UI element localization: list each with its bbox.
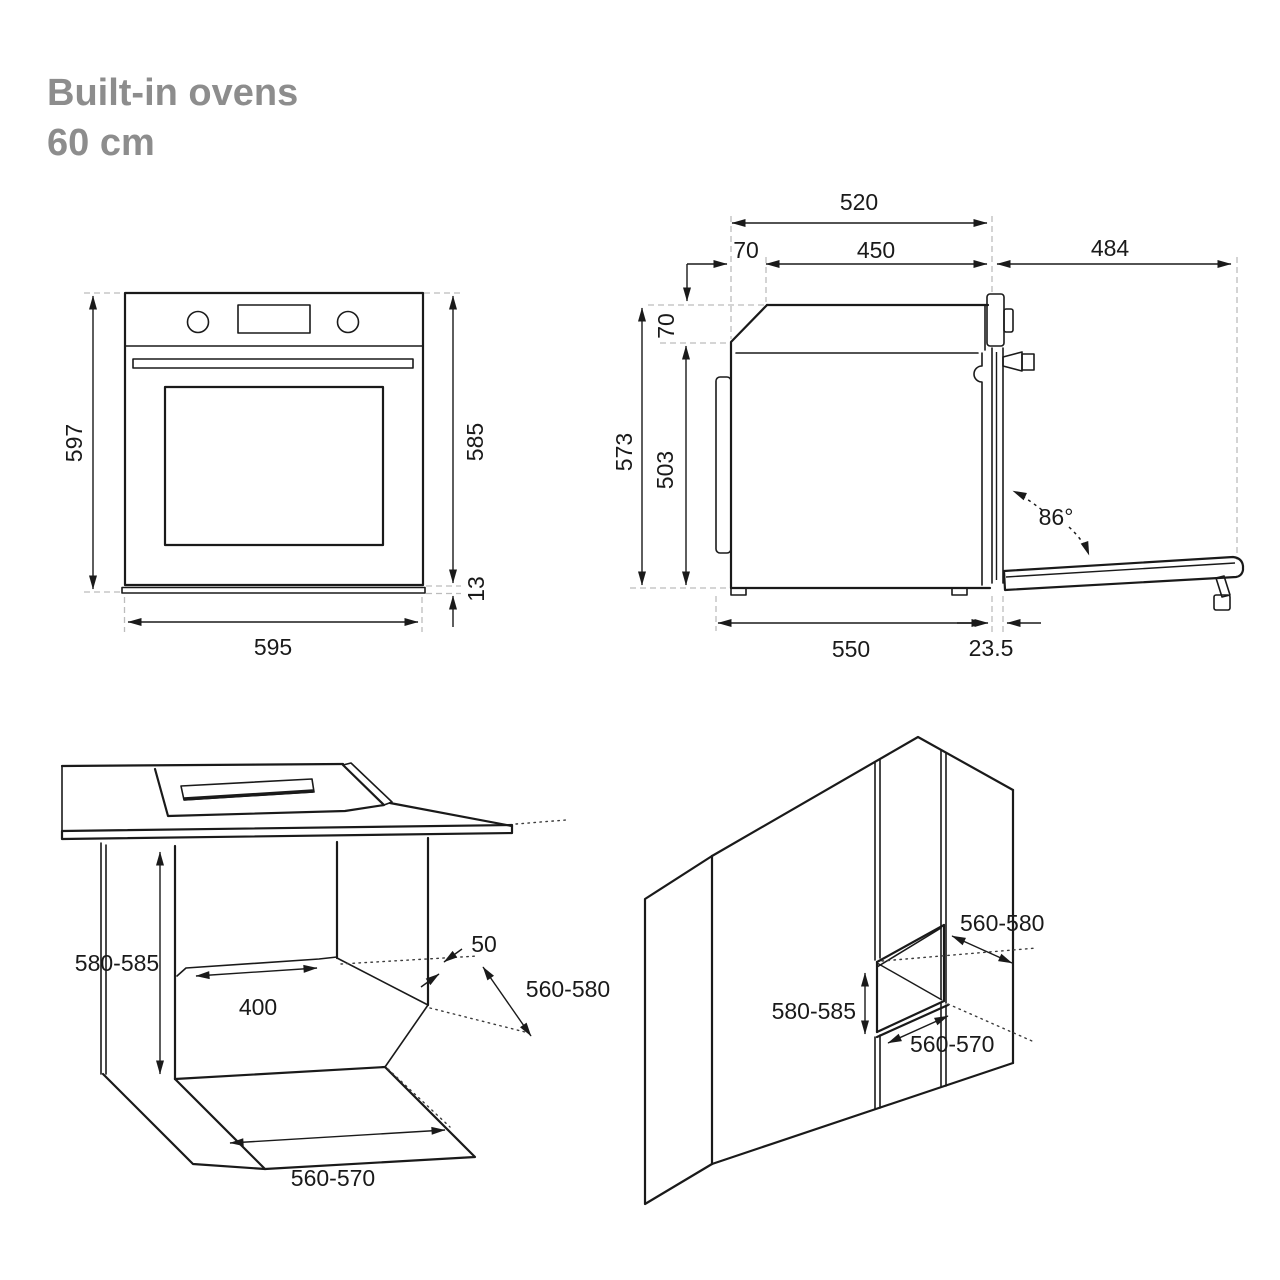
leader-50-upper (443, 948, 463, 963)
dotted-width-right (387, 1068, 451, 1128)
dim-label-235: 23.5 (969, 635, 1014, 661)
dotted-counter-extension (515, 819, 567, 825)
oven-front-body (123, 291, 425, 587)
page-title-line1: Built-in ovens (47, 72, 299, 114)
cabinet-niche-top-inner (876, 927, 942, 968)
open-door-handle-leg (1215, 575, 1231, 598)
dim-label-585: 585 (462, 423, 488, 461)
floor-projection (173, 1065, 477, 1171)
cabinet-top-edges (710, 735, 1015, 858)
dim-label-70-horizontal: 70 (733, 237, 759, 263)
dim-label-450: 450 (857, 237, 895, 263)
oven-display (237, 304, 311, 334)
cabinet-side-face (643, 854, 714, 1206)
counter-right-edge (388, 801, 514, 828)
niche-rightwall-floor-junction (336, 957, 429, 1006)
counter-front-edge (60, 823, 514, 841)
oven-door-window (163, 385, 385, 547)
side-view-diagram: 520 450 70 484 70 573 503 86° 550 23.5 (611, 189, 1245, 662)
oven-knob-right (336, 310, 360, 334)
dim-label-cab-width: 560-570 (910, 1031, 994, 1057)
dim-label-503: 503 (652, 451, 678, 489)
page-title-line2: 60 cm (47, 122, 155, 164)
dim-line-niche-width (229, 1126, 446, 1147)
dim-label-86deg: 86° (1039, 504, 1074, 530)
dim-label-400: 400 (239, 994, 277, 1020)
cabinet-bottom-edge (710, 1061, 1015, 1166)
dim-label-520: 520 (840, 189, 878, 215)
dim-label-cab-depth: 560-580 (960, 910, 1044, 936)
dotted-depth-upper (340, 955, 479, 965)
door-hinge-top-lug (1003, 308, 1014, 333)
open-door-slab (1002, 555, 1245, 592)
dim-label-cab-height: 580-585 (772, 998, 856, 1024)
door-hinge-top-block (986, 293, 1005, 347)
open-door-handle-knob (1213, 594, 1231, 611)
cooktop-cutout-right-wall (342, 762, 393, 806)
niche-rear-shelf-edge (176, 956, 338, 977)
cooktop-cutout-opening (153, 763, 386, 818)
dim-line-cab-width (887, 1015, 949, 1044)
cooktop-vent-slot (180, 778, 315, 801)
dim-label-50: 50 (471, 931, 497, 957)
angle-arc-lower (1068, 526, 1090, 556)
dim-label-niche-depth: 560-580 (526, 976, 610, 1002)
dim-label-70-vertical: 70 (653, 313, 679, 339)
dim-label-550: 550 (832, 636, 870, 662)
dim-line-400 (195, 964, 318, 980)
niche-floor-front-edge (173, 1065, 387, 1081)
dim-label-484: 484 (1091, 235, 1130, 261)
dim-label-595: 595 (254, 634, 292, 660)
oven-handle (132, 358, 414, 369)
door-handle-bracket (1002, 351, 1023, 372)
counter-back-edge (60, 762, 345, 768)
leader-50-lower (420, 973, 440, 988)
cooktop-vent-slot-shadow (183, 789, 314, 801)
dim-label-573: 573 (611, 433, 637, 471)
side-body-back (729, 303, 769, 590)
cabinet-niche-interior-diagonal (876, 962, 943, 1001)
niche-floor-right-edge (384, 1004, 429, 1068)
side-front-face (973, 352, 983, 586)
door-handle-knob (1021, 353, 1035, 371)
side-foot-rear (730, 587, 747, 596)
open-door-inner-line (1005, 562, 1236, 578)
cabinet-niche-bottom-edge (875, 999, 946, 1034)
cabinet-niche-top-edge (875, 923, 946, 964)
dim-line-cab-depth (951, 935, 1013, 964)
oven-plinth-strip (121, 586, 426, 594)
oven-knob-left (186, 310, 210, 334)
front-view-diagram: 597 585 13 595 (61, 291, 489, 660)
dim-label-597: 597 (61, 424, 87, 462)
side-back-panel (715, 376, 732, 554)
dim-label-niche-width: 560-570 (291, 1165, 375, 1191)
undercounter-niche-diagram: 580-585 400 50 560-580 560-570 (60, 762, 610, 1191)
side-foot-front (951, 587, 968, 596)
tall-cabinet-diagram: 560-580 580-585 560-570 (643, 735, 1044, 1206)
dim-label-13: 13 (463, 576, 489, 602)
left-panel-bottom-edge (101, 1072, 267, 1171)
dim-label-niche-height: 580-585 (75, 950, 159, 976)
dim-line-niche-depth (482, 966, 532, 1037)
page-title: Built-in ovens 60 cm (47, 68, 298, 168)
